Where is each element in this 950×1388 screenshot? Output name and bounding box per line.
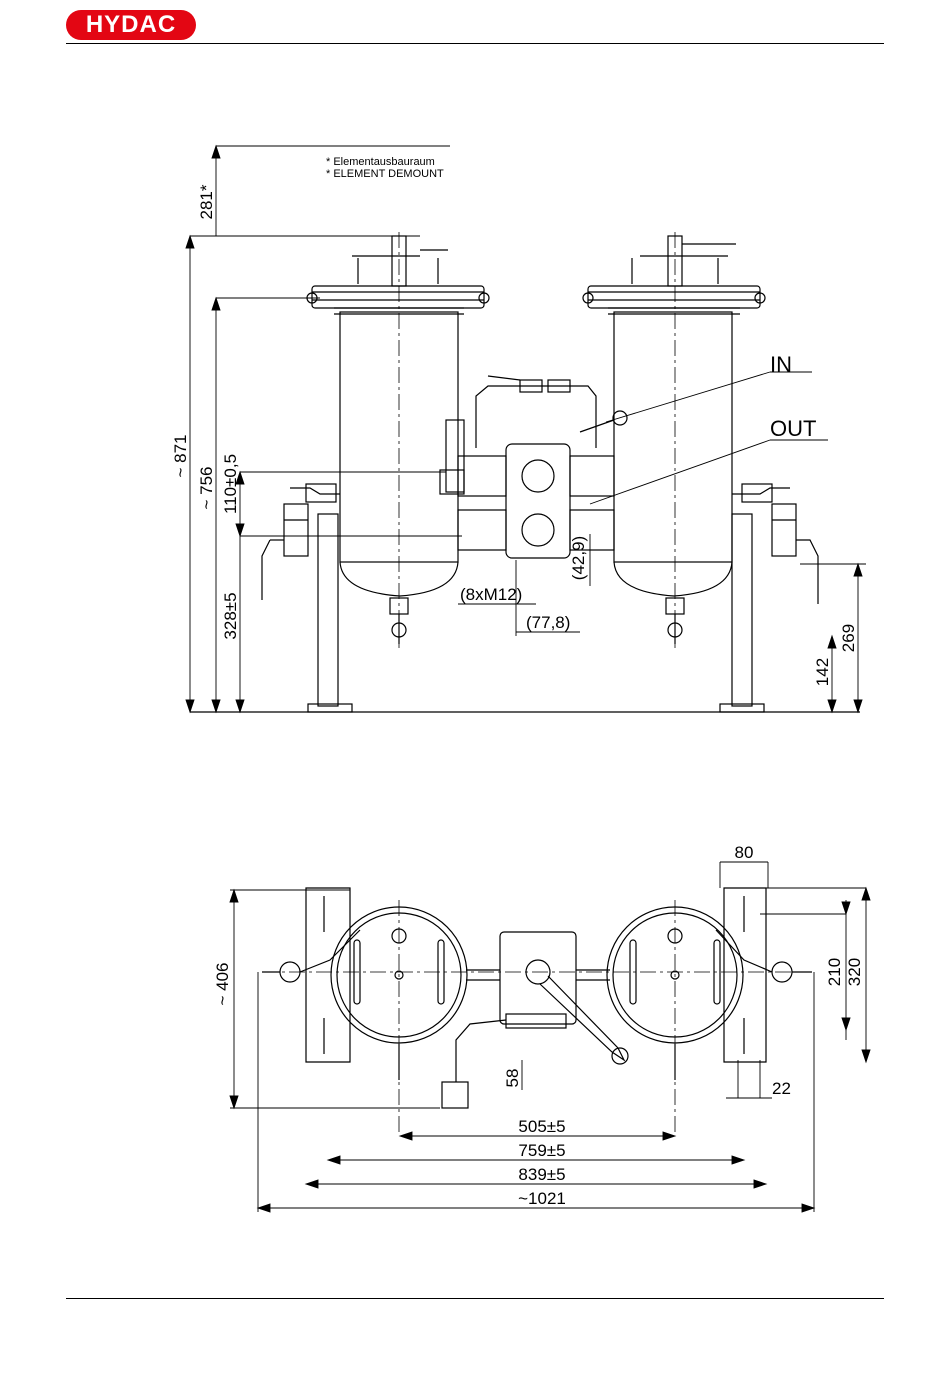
dim-210: 210 — [825, 958, 844, 986]
dim-505: 505±5 — [518, 1117, 565, 1136]
front-view-drawing — [190, 236, 860, 712]
top-view-drawing — [262, 888, 812, 1108]
dim-110: 110±0,5 — [221, 454, 240, 514]
dim-871: ~ 871 — [171, 434, 190, 477]
dim-269: 269 — [839, 624, 858, 652]
dim-406: ~ 406 — [213, 962, 232, 1005]
label-out: OUT — [770, 416, 816, 441]
dim-328: 328±5 — [221, 592, 240, 639]
dim-756: ~ 756 — [197, 466, 216, 509]
dim-281: 281* — [197, 184, 216, 219]
dim-759: 759±5 — [518, 1141, 565, 1160]
changeover-valve-top — [500, 932, 576, 1024]
dim-77-8: (77,8) — [526, 613, 570, 632]
changeover-valve — [506, 444, 570, 558]
dim-1021: ~1021 — [518, 1189, 566, 1208]
dim-22: 22 — [772, 1079, 791, 1098]
dim-839: 839±5 — [518, 1165, 565, 1184]
element-demount-note-en: * ELEMENT DEMOUNT — [326, 168, 444, 180]
dim-58: 58 — [503, 1069, 522, 1088]
dim-8xm12: (8xM12) — [460, 585, 522, 604]
right-housing — [614, 312, 732, 562]
label-in: IN — [770, 352, 792, 377]
front-center-lines — [399, 232, 675, 648]
dim-80: 80 — [735, 843, 754, 862]
dim-320: 320 — [845, 958, 864, 986]
element-demount-note-de: * Elementausbauraum — [326, 156, 435, 168]
top-center-lines — [262, 900, 812, 1136]
dim-42-9: (42,9) — [569, 536, 588, 580]
dim-142: 142 — [813, 658, 832, 686]
